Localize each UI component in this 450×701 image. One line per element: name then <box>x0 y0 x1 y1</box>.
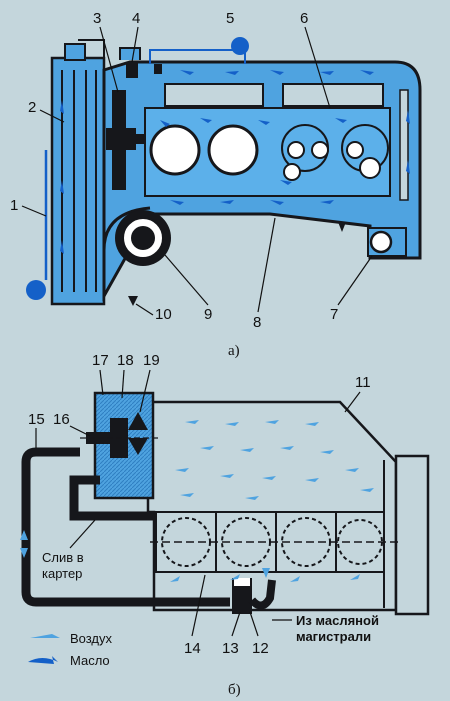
figure-a-caption: а) <box>228 343 240 359</box>
oil-main-label-line2: магистрали <box>296 629 371 644</box>
oil-drain-pipe <box>21 447 230 607</box>
legend: Воздух Масло <box>28 631 113 668</box>
callout-19: 19 <box>143 352 160 369</box>
callout-4: 4 <box>132 10 140 27</box>
drain-valve-icon <box>128 296 138 306</box>
oil-valve <box>232 578 252 614</box>
water-pump <box>102 206 171 296</box>
engine-outline <box>146 400 398 612</box>
figure-b: 17 18 19 11 16 15 14 13 12 Слив в картер… <box>20 352 430 698</box>
heater-outlet-icon <box>26 280 46 300</box>
fan <box>106 90 146 190</box>
callout-1: 1 <box>10 197 18 214</box>
callout-18: 18 <box>117 352 134 369</box>
callout-10: 10 <box>155 306 172 323</box>
air-arrow-icon <box>30 634 60 638</box>
cylinders <box>150 511 400 573</box>
drain-label-line1: Слив в <box>42 550 84 565</box>
fan-assembly <box>80 391 158 500</box>
flywheel <box>394 454 430 616</box>
drain-label-line2: картер <box>42 566 82 581</box>
drain-plug-icon <box>338 222 346 232</box>
callout-16: 16 <box>53 411 70 428</box>
callouts-a: 3 4 5 6 2 1 10 9 8 7 <box>10 10 373 331</box>
oil-arrow-icon <box>28 656 58 664</box>
figure-a: 3 4 5 6 2 1 10 9 8 7 а) <box>10 10 422 359</box>
callout-13: 13 <box>222 640 239 657</box>
callout-7: 7 <box>330 306 338 323</box>
callout-3: 3 <box>93 10 101 27</box>
flow-arrows-a <box>60 70 410 254</box>
callout-5: 5 <box>226 10 234 27</box>
callout-12: 12 <box>252 640 269 657</box>
oil-main-label-line1: Из масляной <box>296 613 379 628</box>
air-arrows <box>20 420 374 558</box>
callout-9: 9 <box>204 306 212 323</box>
legend-air-label: Воздух <box>70 631 113 646</box>
callout-8: 8 <box>253 314 261 331</box>
expansion-tank-icon <box>231 37 249 55</box>
callout-15: 15 <box>28 411 45 428</box>
thermostat <box>126 62 162 78</box>
callouts-b: 17 18 19 11 16 15 14 13 12 <box>28 352 371 657</box>
callout-6: 6 <box>300 10 308 27</box>
radiator <box>50 43 106 306</box>
callout-11: 11 <box>355 374 371 391</box>
callout-17: 17 <box>92 352 109 369</box>
callout-2: 2 <box>28 99 36 116</box>
legend-oil-label: Масло <box>70 653 110 668</box>
callout-14: 14 <box>184 640 201 657</box>
oil-spray-arrows <box>170 568 360 582</box>
figure-b-caption: б) <box>228 682 241 698</box>
